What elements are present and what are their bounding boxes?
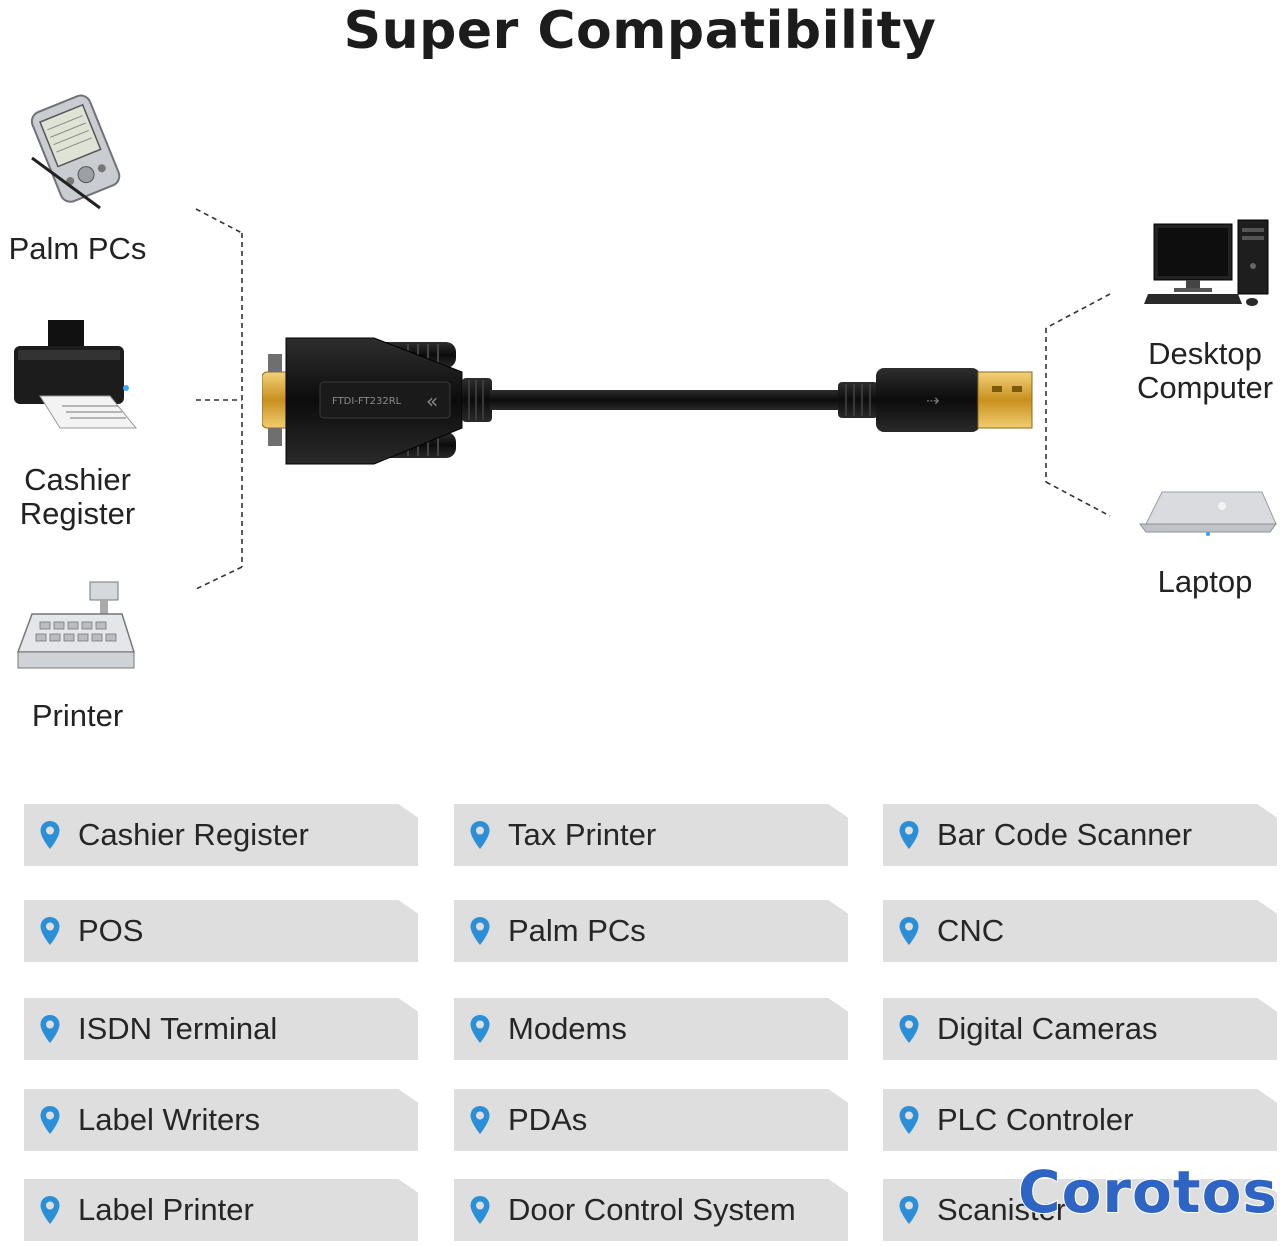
location-pin-icon <box>40 1015 60 1043</box>
device-label-cashier-register: Cashier Register <box>19 462 136 531</box>
location-pin-icon <box>470 1106 490 1134</box>
location-pin-icon <box>899 821 919 849</box>
app-tag-label: Door Control System <box>508 1192 796 1227</box>
serial-usb-cable: FTDI-FT232RL « ⇢ <box>262 337 1033 465</box>
app-tag: Tax Printer <box>454 804 848 866</box>
desktop-computer-icon <box>1144 219 1269 306</box>
app-tag-label: Cashier Register <box>78 817 309 852</box>
svg-text:⇢: ⇢ <box>926 391 939 410</box>
app-tag: Door Control System <box>454 1179 848 1241</box>
device-label-desktop-computer: Desktop Computer <box>1136 336 1274 405</box>
cash-register-icon <box>16 581 136 669</box>
app-tag-label: Modems <box>508 1011 627 1046</box>
pda-icon <box>30 94 121 210</box>
device-label-laptop: Laptop <box>1157 564 1253 599</box>
app-tag: Scanister <box>883 1179 1277 1241</box>
location-pin-icon <box>40 1196 60 1224</box>
app-tag-label: PDAs <box>508 1102 588 1137</box>
watermark-logo: Corotos <box>1017 1157 1278 1227</box>
app-tag: CNC <box>883 900 1277 962</box>
app-tag: Bar Code Scanner <box>883 804 1277 866</box>
app-tag-label: Label Printer <box>78 1192 254 1227</box>
app-tag-label: Tax Printer <box>508 817 657 852</box>
location-pin-icon <box>899 917 919 945</box>
page-title: Super Compatibility <box>343 1 937 61</box>
app-tag: Cashier Register <box>24 804 418 866</box>
app-tag-label: ISDN Terminal <box>78 1011 278 1046</box>
app-tag-label: PLC Controler <box>937 1102 1134 1137</box>
app-tag-label: POS <box>78 913 144 948</box>
svg-text:«: « <box>426 389 438 413</box>
app-tag-label: Digital Cameras <box>937 1011 1158 1046</box>
device-label-printer: Printer <box>31 698 124 733</box>
app-tag: Label Writers <box>24 1089 418 1151</box>
device-label-palm-pcs: Palm PCs <box>8 231 147 266</box>
app-tag-label: Bar Code Scanner <box>937 817 1193 852</box>
location-pin-icon <box>470 821 490 849</box>
app-tag-label: Palm PCs <box>508 913 646 948</box>
location-pin-icon <box>40 1106 60 1134</box>
app-tag: ISDN Terminal <box>24 998 418 1060</box>
location-pin-icon <box>899 1196 919 1224</box>
app-tag-label: Scanister <box>937 1192 1067 1227</box>
app-tag: Modems <box>454 998 848 1060</box>
location-pin-icon <box>40 917 60 945</box>
app-tag: Label Printer <box>24 1179 418 1241</box>
location-pin-icon <box>470 917 490 945</box>
location-pin-icon <box>899 1106 919 1134</box>
location-pin-icon <box>470 1196 490 1224</box>
app-tag: PDAs <box>454 1089 848 1151</box>
app-tag: Palm PCs <box>454 900 848 962</box>
app-tag: PLC Controler <box>883 1089 1277 1151</box>
app-tag-label: Label Writers <box>78 1102 261 1137</box>
app-tag-label: CNC <box>937 913 1005 948</box>
location-pin-icon <box>899 1015 919 1043</box>
app-tag: POS <box>24 900 418 962</box>
location-pin-icon <box>470 1015 490 1043</box>
chip-label: FTDI-FT232RL <box>332 396 402 407</box>
right-connector-bracket <box>1045 293 1111 517</box>
left-connector-bracket <box>195 208 243 590</box>
location-pin-icon <box>40 821 60 849</box>
printer-icon <box>14 320 138 429</box>
app-tag: Digital Cameras <box>883 998 1277 1060</box>
laptop-icon <box>1139 491 1277 536</box>
